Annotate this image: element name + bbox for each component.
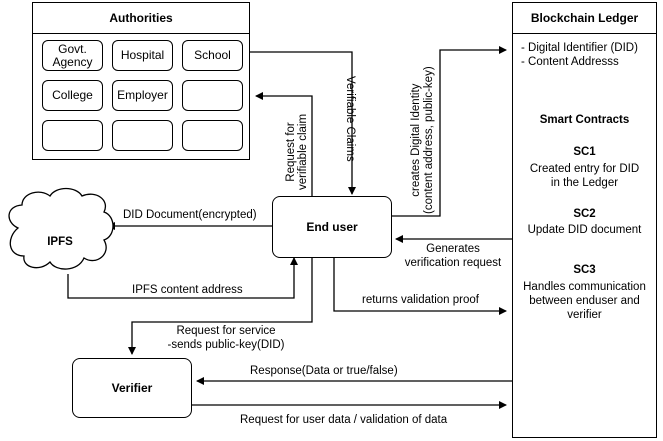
- contract-sc1-id: SC1: [573, 146, 596, 158]
- blockchain-ledger-panel: Blockchain Ledger: [512, 2, 657, 438]
- label-did-document: DID Document(encrypted): [123, 209, 257, 221]
- authority-college: College: [42, 80, 103, 111]
- label-creates-did: creates Digital Identity (content addres…: [410, 66, 435, 214]
- verifier-label: Verifier: [111, 380, 153, 395]
- authority-empty-slot: [42, 120, 103, 151]
- label-request-user-data: Request for user data / validation of da…: [240, 414, 448, 426]
- authority-label: Employer: [117, 88, 168, 102]
- authority-label: Hospital: [120, 48, 165, 62]
- authority-govt-agency: Govt. Agency: [42, 40, 103, 71]
- label-request-service: Request for service -sends public-key(DI…: [167, 325, 285, 351]
- edge-request-service: [128, 258, 313, 355]
- label-returns-validation: returns validation proof: [362, 294, 479, 306]
- label-ipfs-content-address: IPFS content address: [132, 284, 243, 296]
- end-user-node: End user: [272, 196, 392, 258]
- contract-sc3-id: SC3: [573, 264, 596, 276]
- authority-employer: Employer: [112, 80, 173, 111]
- contract-sc1-desc: Created entry for DID in the Ledger: [529, 163, 640, 189]
- ledger-title: Blockchain Ledger: [513, 3, 656, 34]
- contract-sc3-desc: Handles communication between enduser an…: [523, 281, 646, 321]
- smart-contracts-title: Smart Contracts: [539, 114, 630, 126]
- contract-sc2-desc: Update DID document: [527, 224, 642, 236]
- verifier-node: Verifier: [72, 358, 192, 418]
- authority-empty-slot: [182, 80, 243, 111]
- edge-verifiable-claims: [250, 51, 356, 195]
- label-response: Response(Data or true/false): [250, 365, 398, 377]
- authority-hospital: Hospital: [112, 40, 173, 71]
- ledger-field-did: - Digital Identifier (DID): [521, 42, 638, 54]
- authority-school: School: [182, 40, 243, 71]
- authority-label: School: [194, 48, 231, 62]
- end-user-label: End user: [306, 219, 358, 234]
- label-generates-verification: Generates verification request: [404, 243, 502, 269]
- label-request-claim: Request for verifiable claim: [285, 113, 309, 190]
- authorities-title: Authorities: [33, 3, 249, 34]
- edge-creates-did: [392, 46, 507, 217]
- edge-returns-validation: [333, 258, 507, 315]
- authority-empty-slot: [182, 120, 243, 151]
- contract-sc2-id: SC2: [573, 208, 596, 220]
- authority-empty-slot: [112, 120, 173, 151]
- edge-request-claim: [255, 92, 313, 196]
- edge-ipfs-address: [67, 257, 298, 299]
- authority-label: College: [52, 88, 93, 102]
- ipfs-label: IPFS: [47, 236, 73, 248]
- ledger-field-content-address: - Content Addresss: [521, 56, 619, 68]
- label-verifiable-claims: Verifiable Claims: [344, 76, 356, 162]
- ipfs-cloud-shape: [8, 187, 114, 270]
- authority-label: Govt. Agency: [52, 41, 93, 69]
